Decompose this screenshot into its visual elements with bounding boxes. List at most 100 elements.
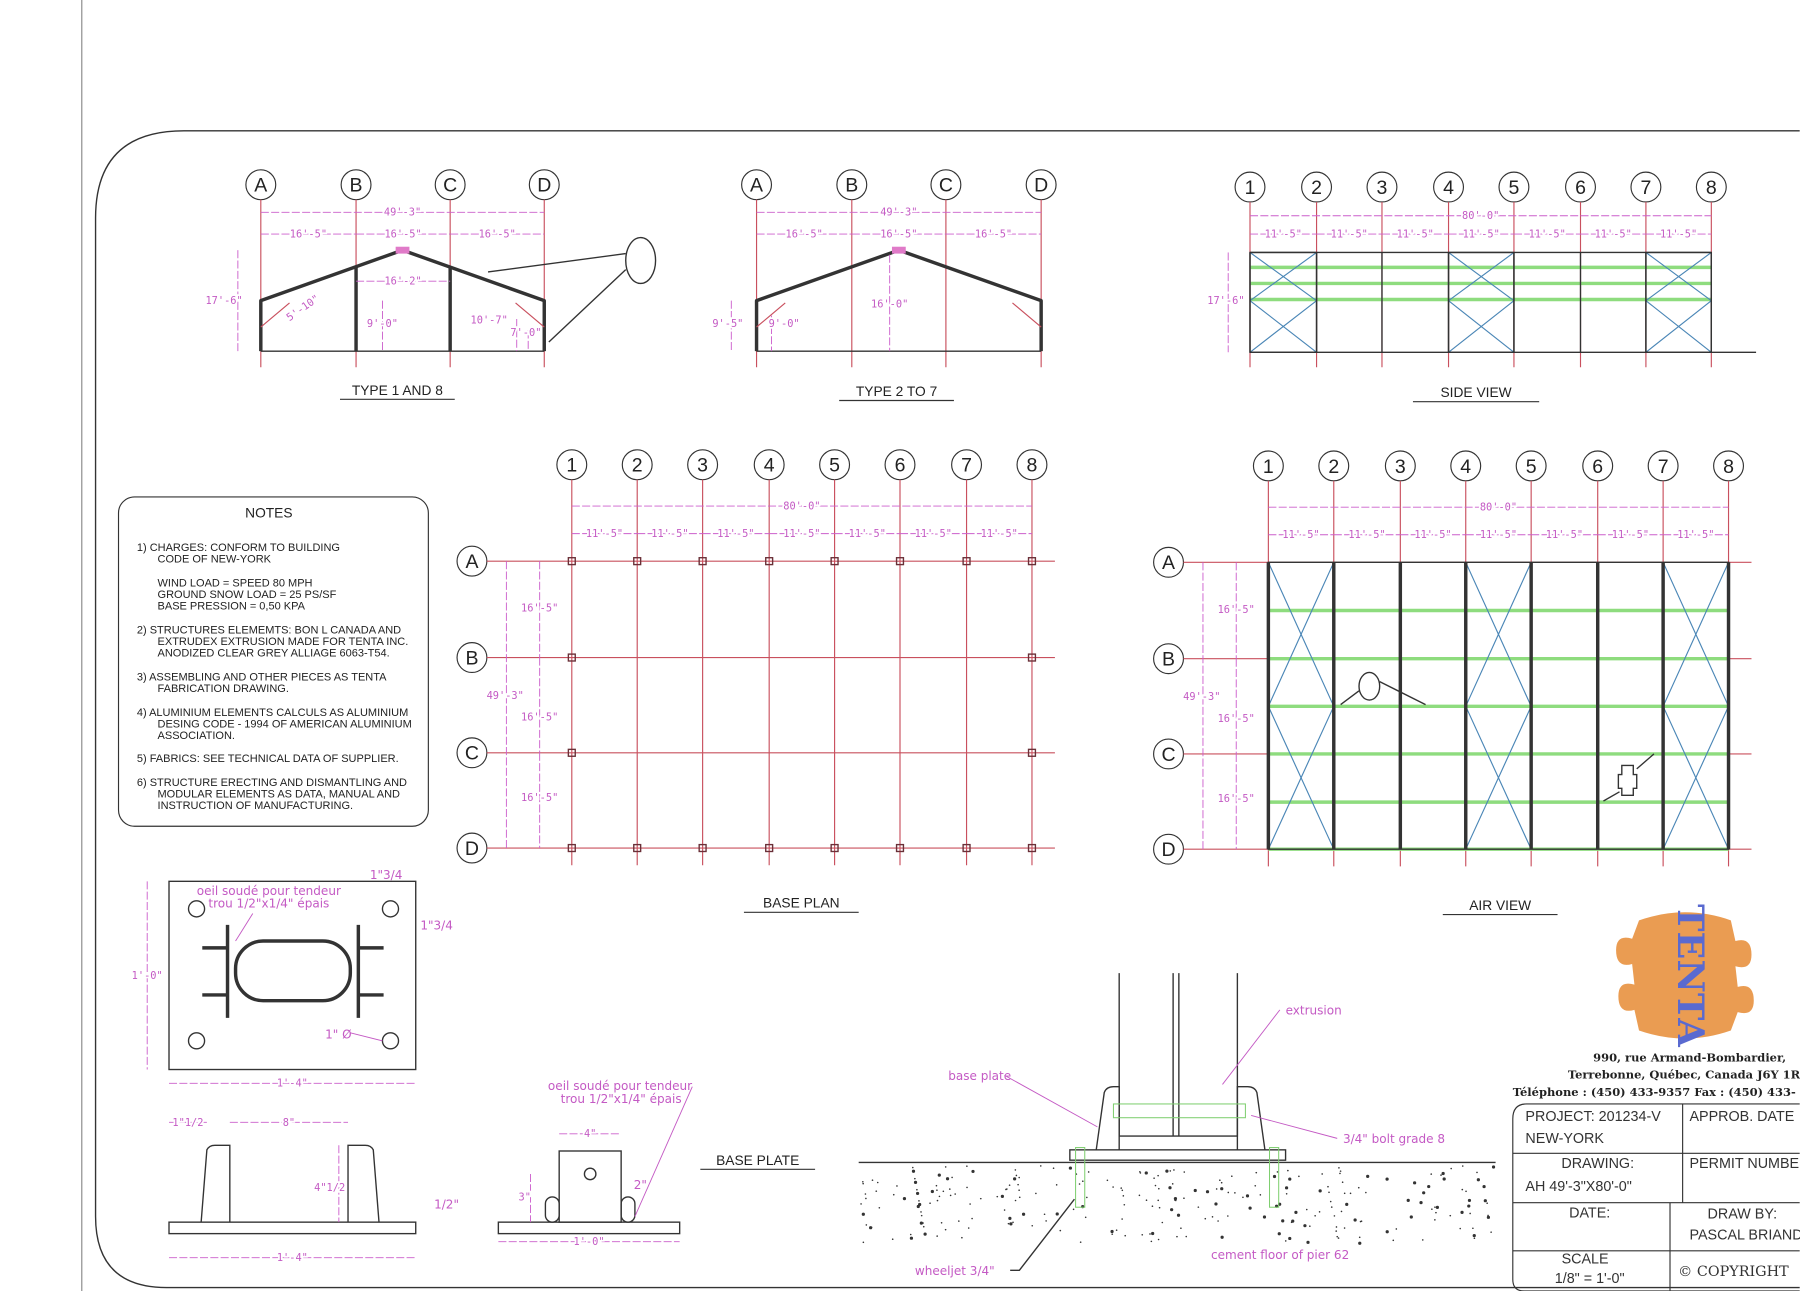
concrete-speck xyxy=(1055,1212,1059,1216)
air-view-axis-letter-label: C xyxy=(1161,744,1175,766)
concrete-speck xyxy=(1336,1235,1339,1238)
concrete-speck xyxy=(1013,1177,1017,1181)
type2-frame-knee-brace xyxy=(1012,302,1042,328)
concrete-speck xyxy=(1284,1240,1287,1242)
section-upright-right xyxy=(1236,1086,1266,1150)
concrete-speck xyxy=(1385,1230,1389,1234)
concrete-speck xyxy=(929,1202,931,1205)
concrete-speck xyxy=(920,1214,923,1217)
concrete-speck xyxy=(914,1177,916,1180)
concrete-speck xyxy=(1472,1227,1474,1230)
air-view-bracing xyxy=(1267,706,1335,850)
concrete-speck xyxy=(1122,1195,1125,1197)
bolt-hole-icon xyxy=(187,1032,206,1050)
type2-frame-bay-dim-text: 16'-5" xyxy=(880,229,917,241)
concrete-speck xyxy=(891,1238,894,1241)
concrete-speck xyxy=(1193,1188,1197,1193)
concrete-speck xyxy=(1450,1167,1452,1170)
eye-note: oeil soudé pour tendeur xyxy=(548,1079,692,1093)
type1-frame-post-dim-text: 9'-0" xyxy=(367,318,398,330)
concrete-speck xyxy=(966,1186,968,1189)
concrete-speck xyxy=(1165,1169,1169,1173)
draw-by-label: DRAW BY: xyxy=(1708,1207,1778,1223)
concrete-speck xyxy=(1170,1208,1174,1212)
air-view-bay-y-dim-text: 16'-5" xyxy=(1218,604,1255,616)
base-plan-footing xyxy=(567,653,576,662)
type1-frame-knee-brace xyxy=(260,302,290,328)
concrete-speck xyxy=(1486,1202,1488,1205)
extrusion-label: extrusion xyxy=(1286,1003,1342,1017)
concrete-speck xyxy=(1217,1220,1219,1222)
type1-frame-detail-leader xyxy=(487,252,626,273)
type1-frame-eave-dim-text: 7'-0" xyxy=(510,327,541,339)
air-view-extrusion-detail-icon xyxy=(1358,671,1381,701)
concrete-speck xyxy=(969,1203,971,1205)
air-view-axis-number-label: 6 xyxy=(1592,456,1603,478)
base-plan-axis-letter-label: C xyxy=(465,743,479,765)
tension-eye-loop xyxy=(544,1196,560,1223)
concrete-speck xyxy=(944,1166,947,1168)
base-plan-footing xyxy=(1027,557,1037,566)
concrete-speck xyxy=(961,1236,963,1239)
concrete-speck xyxy=(916,1188,918,1191)
air-view-bay-x-dim-text: 11'-5" xyxy=(1282,529,1319,541)
concrete-speck xyxy=(1366,1174,1370,1178)
concrete-speck xyxy=(945,1177,950,1181)
type1-frame-bay-dim-text: 16'-5" xyxy=(479,229,516,241)
concrete-speck xyxy=(1110,1229,1114,1234)
concrete-speck xyxy=(1435,1205,1439,1209)
section-upright-left xyxy=(1095,1086,1120,1150)
concrete-speck xyxy=(875,1190,878,1192)
concrete-speck xyxy=(1288,1177,1292,1181)
hole-offset-dim: 2" xyxy=(634,1178,647,1192)
notes-box: NOTES 1) CHARGES: CONFORM TO BUILDINGCOD… xyxy=(117,496,429,827)
base-plan-footing xyxy=(698,843,707,853)
anchor-bolt xyxy=(1075,1147,1086,1208)
concrete-speck xyxy=(1449,1214,1452,1217)
concrete-speck xyxy=(1176,1235,1178,1238)
concrete-speck xyxy=(1204,1217,1207,1220)
base-plan-bay-y-dim-text: 16'-5" xyxy=(521,712,558,724)
concrete-speck xyxy=(1149,1233,1151,1235)
concrete-speck xyxy=(869,1226,873,1230)
bolt-hole-icon xyxy=(381,900,400,918)
concrete-speck xyxy=(860,1203,862,1205)
concrete-speck xyxy=(1318,1189,1322,1193)
concrete-speck xyxy=(865,1197,867,1200)
concrete-speck xyxy=(1138,1194,1141,1197)
base-plan-axis-number-label: 6 xyxy=(895,455,906,477)
date-label: DATE: xyxy=(1569,1206,1610,1222)
base-plan-axis-number-label: 2 xyxy=(632,455,643,477)
side-view-bracing xyxy=(1448,300,1515,353)
concrete-speck xyxy=(1031,1224,1034,1227)
concrete-speck xyxy=(930,1189,934,1194)
concrete-speck xyxy=(922,1222,924,1224)
concrete-speck xyxy=(937,1173,941,1177)
concrete-speck xyxy=(940,1221,943,1224)
concrete-speck xyxy=(944,1228,947,1231)
plate-height-dim-text: 1'-0" xyxy=(132,970,163,982)
company-address-line: Terrebonne, Québec, Canada J6Y 1R xyxy=(1568,1068,1800,1082)
side-view-axis-label: 6 xyxy=(1575,177,1586,199)
concrete-speck xyxy=(1227,1191,1230,1194)
hole-leader xyxy=(350,1032,383,1042)
concrete-speck xyxy=(878,1207,881,1209)
side-view-bracing xyxy=(1645,252,1712,302)
concrete-speck xyxy=(1084,1216,1087,1219)
section-base-plate xyxy=(1069,1149,1287,1161)
base-plan-axis-number-label: 8 xyxy=(1027,455,1038,477)
air-view-bay-y-dim-text: 16'-5" xyxy=(1218,793,1255,805)
note-line: GROUND SNOW LOAD = 25 PS/SF xyxy=(158,589,337,601)
concrete-speck xyxy=(1009,1222,1013,1226)
concrete-speck xyxy=(1349,1192,1352,1195)
type1-frame-bay-dim-text: 16'-5" xyxy=(290,229,327,241)
concrete-speck xyxy=(862,1182,864,1185)
concrete-speck xyxy=(1337,1237,1340,1239)
plate-upright-left xyxy=(200,1144,231,1223)
base-plan-overall-y-dim-text: 49'-3" xyxy=(487,690,524,702)
concrete-speck xyxy=(1045,1220,1047,1222)
note-line: 1) CHARGES: CONFORM TO BUILDING xyxy=(137,542,340,554)
concrete-speck xyxy=(919,1221,923,1225)
side-view-axis-label: 4 xyxy=(1443,177,1454,199)
concrete-speck xyxy=(861,1212,865,1216)
